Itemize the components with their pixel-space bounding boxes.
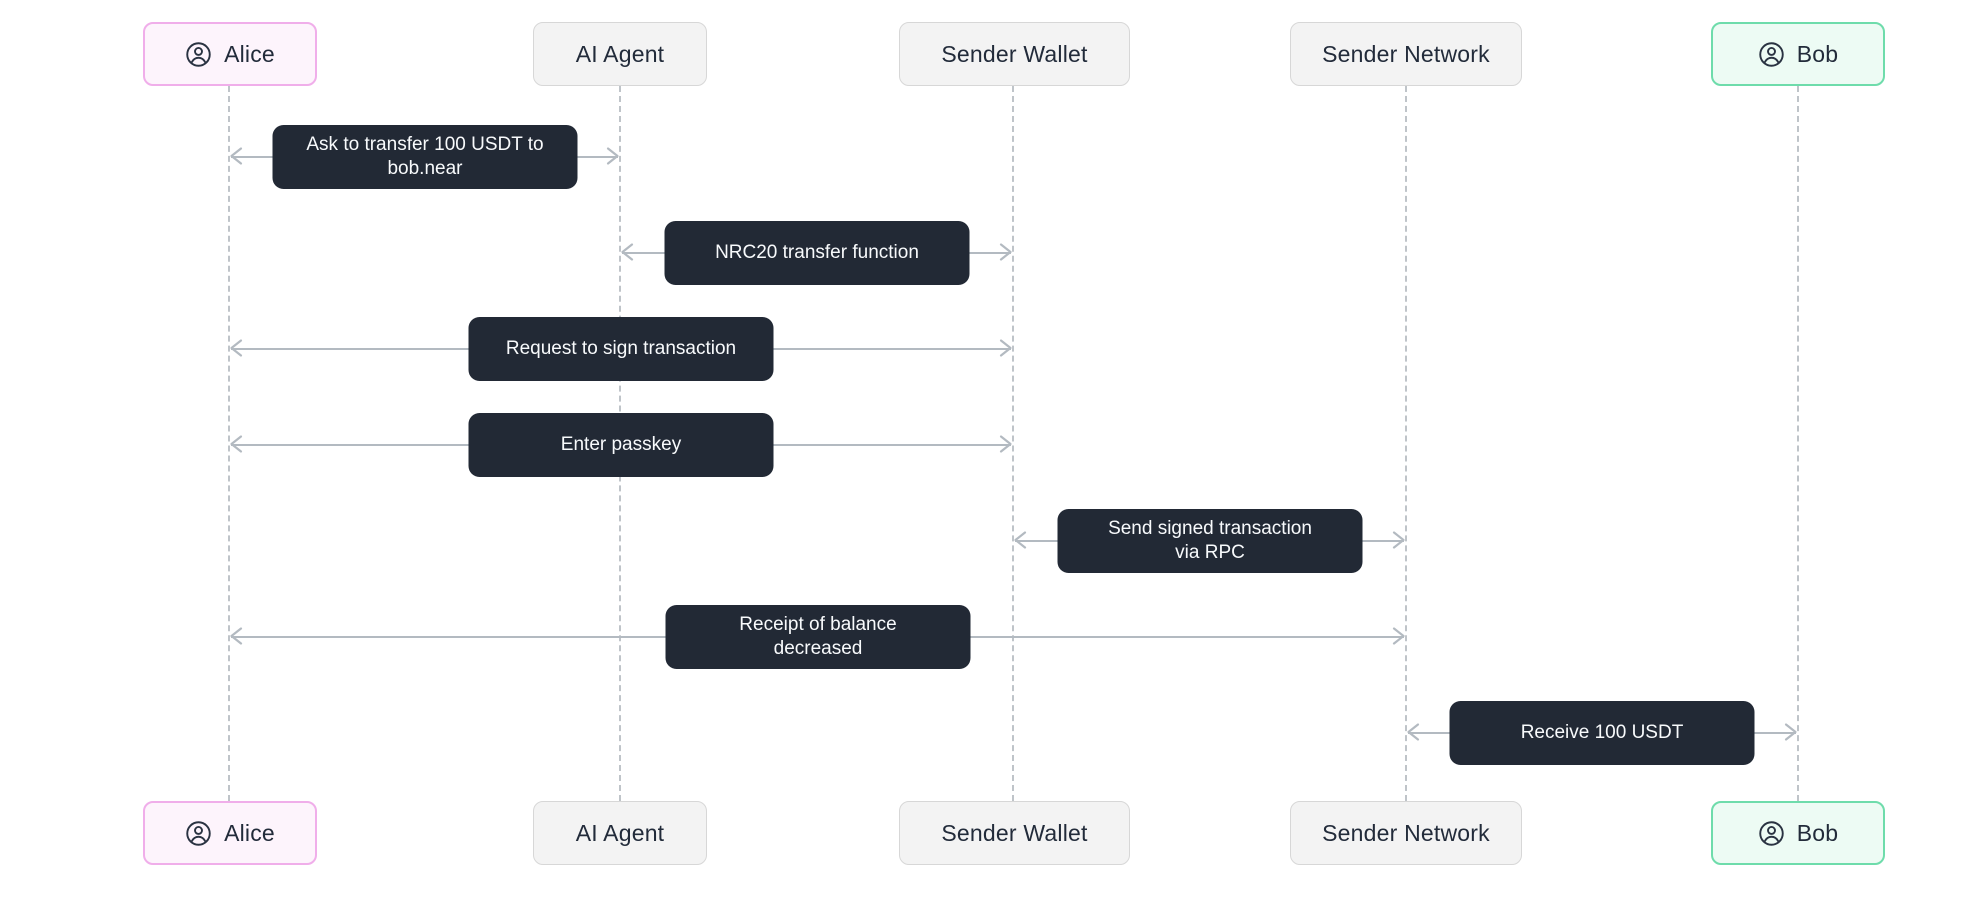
actor-label: Sender Network: [1322, 40, 1490, 67]
user-icon: [1759, 820, 1784, 846]
message-label: Request to sign transaction: [468, 317, 774, 381]
actor-sender-network-top: Sender Network: [1290, 22, 1522, 86]
actor-sender-wallet-top: Sender Wallet: [899, 22, 1130, 86]
actor-label: AI Agent: [575, 40, 665, 67]
actor-label: Sender Network: [1322, 819, 1490, 846]
arrowhead-left-icon: [1014, 531, 1027, 549]
message-label: Receipt of balance decreased: [665, 605, 971, 669]
message-label: NRC20 transfer function: [664, 221, 970, 285]
actor-label: Sender Wallet: [941, 40, 1088, 67]
actor-sender-wallet-bottom: Sender Wallet: [899, 801, 1130, 865]
actor-label: Bob: [1796, 819, 1839, 846]
message-label: Enter passkey: [468, 413, 774, 477]
arrowhead-right-icon: [1392, 627, 1405, 645]
arrowhead-right-icon: [1784, 723, 1797, 741]
message-nrc20-transfer: NRC20 transfer function: [620, 221, 1013, 285]
message-label: Receive 100 USDT: [1449, 701, 1755, 765]
arrowhead-right-icon: [999, 435, 1012, 453]
arrowhead-left-icon: [230, 147, 243, 165]
actor-label: Alice: [224, 40, 275, 67]
message-receipt-balance: Receipt of balance decreased: [229, 605, 1406, 669]
lifeline-sender-network: [1405, 86, 1407, 801]
actor-label: Bob: [1796, 40, 1839, 67]
actor-alice-bottom: Alice: [143, 801, 317, 865]
lifeline-alice: [228, 86, 230, 801]
actor-ai-agent-bottom: AI Agent: [533, 801, 707, 865]
user-icon: [1759, 41, 1784, 67]
lifeline-bob: [1797, 86, 1799, 801]
lifeline-sender-wallet: [1012, 86, 1014, 801]
arrowhead-left-icon: [230, 627, 243, 645]
arrowhead-left-icon: [230, 435, 243, 453]
actor-label: AI Agent: [575, 819, 665, 846]
arrowhead-right-icon: [606, 147, 619, 165]
actor-label: Sender Wallet: [941, 819, 1088, 846]
arrowhead-left-icon: [230, 339, 243, 357]
message-receive-usdt: Receive 100 USDT: [1406, 701, 1798, 765]
arrowhead-right-icon: [999, 339, 1012, 357]
message-ask-transfer: Ask to transfer 100 USDT to bob.near: [229, 125, 620, 189]
message-label: Ask to transfer 100 USDT to bob.near: [272, 125, 578, 189]
actor-bob-bottom: Bob: [1711, 801, 1885, 865]
actor-bob-top: Bob: [1711, 22, 1885, 86]
actor-label: Alice: [224, 819, 275, 846]
arrowhead-left-icon: [621, 243, 634, 261]
message-send-signed-tx: Send signed transaction via RPC: [1013, 509, 1406, 573]
message-enter-passkey: Enter passkey: [229, 413, 1013, 477]
actor-sender-network-bottom: Sender Network: [1290, 801, 1522, 865]
actor-alice-top: Alice: [143, 22, 317, 86]
actor-ai-agent-top: AI Agent: [533, 22, 707, 86]
arrowhead-left-icon: [1407, 723, 1420, 741]
message-label: Send signed transaction via RPC: [1057, 509, 1363, 573]
message-request-sign: Request to sign transaction: [229, 317, 1013, 381]
user-icon: [186, 41, 211, 67]
arrowhead-right-icon: [1392, 531, 1405, 549]
user-icon: [186, 820, 211, 846]
arrowhead-right-icon: [999, 243, 1012, 261]
